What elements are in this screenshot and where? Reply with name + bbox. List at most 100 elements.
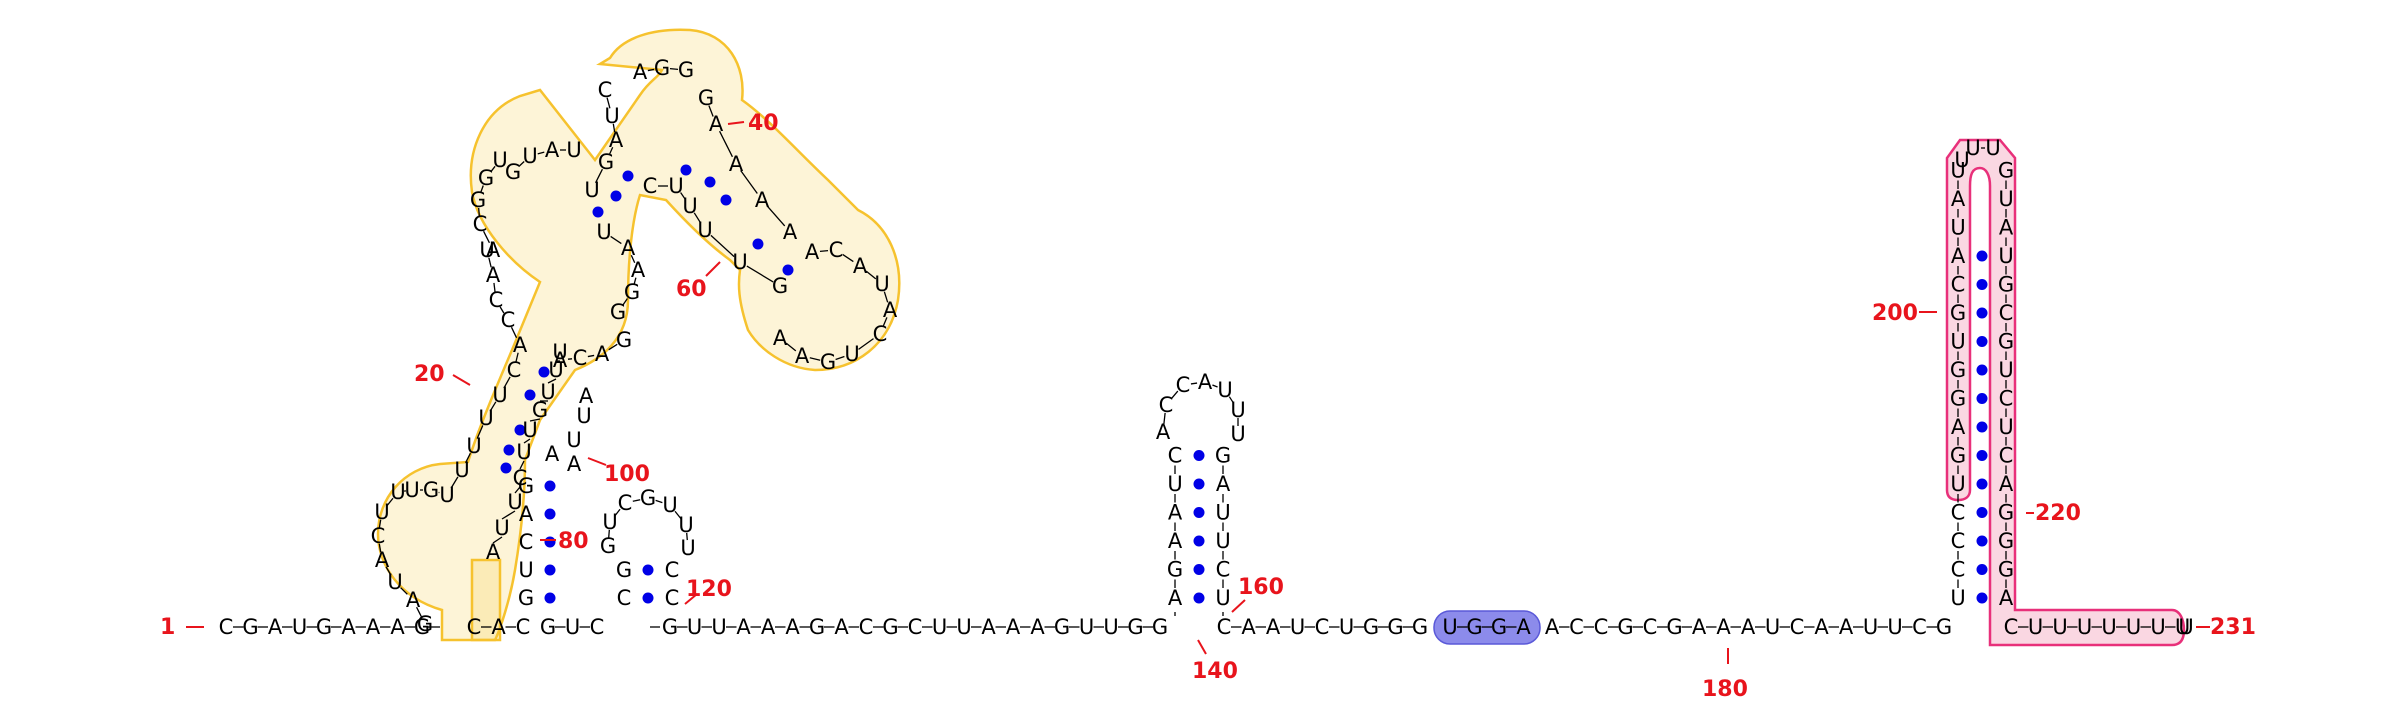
upper-stem-c: U	[668, 174, 683, 198]
main-inner-left: U	[516, 440, 531, 464]
upper-loop-top: U	[566, 138, 581, 162]
main-bulge: C	[573, 346, 588, 370]
backbone-tail: U	[2077, 615, 2092, 639]
base-pair-dot	[1976, 279, 1988, 290]
backbone-segment	[482, 230, 491, 244]
hairpin120-loop: U	[602, 510, 617, 534]
base-pair-dot	[1976, 592, 1988, 604]
upper-stem-c: C	[643, 174, 658, 198]
hairpin140-left: A	[1168, 586, 1183, 610]
base-pair-dot	[1976, 507, 1988, 518]
backbone-segment	[515, 352, 519, 363]
base-pair-dot	[1193, 535, 1205, 547]
backbone-seg5: A	[1545, 615, 1560, 639]
backbone-segment	[537, 151, 545, 155]
main-inner-right: A	[579, 384, 594, 408]
hairpin140-loop: A	[1156, 420, 1171, 444]
base-pair-dot	[1976, 450, 1988, 461]
base-pair-dot	[544, 592, 556, 604]
base-pair-dot	[500, 462, 512, 474]
backbone-segment	[514, 486, 521, 494]
backbone-segment	[488, 257, 492, 268]
terminator-right: U	[1998, 187, 2013, 211]
backbone-segment	[529, 418, 541, 422]
main-inner-right: A	[567, 452, 582, 476]
label-180: 180	[1702, 677, 1748, 701]
backbone-segment	[400, 587, 408, 595]
terminator-left: U	[1950, 159, 1965, 183]
backbone-segment	[858, 338, 874, 350]
upper-small-loop: A	[773, 326, 788, 350]
backbone-seg5: A	[1839, 615, 1854, 639]
backbone-5prime: C	[219, 615, 234, 639]
main-outer-left: U	[478, 406, 493, 430]
backbone-5prime: A	[341, 615, 356, 639]
upper-small-loop: A	[795, 344, 810, 368]
label-140: 140	[1192, 659, 1238, 684]
backbone-seg3: U	[1079, 615, 1094, 639]
backbone-seg3: U	[932, 615, 947, 639]
backbone-segment	[740, 170, 758, 194]
backbone-seg5: G	[1666, 615, 1682, 639]
backbone-seg3: G	[1054, 615, 1070, 639]
hairpin140-left: C	[1168, 444, 1183, 468]
main-inner-right: A	[545, 442, 560, 466]
backbone-seg5: A	[1716, 615, 1731, 639]
upper-stem-c: U	[697, 218, 712, 242]
backbone-segment	[674, 510, 682, 520]
upper-loop-right: A	[631, 258, 646, 282]
backbone-seg5: A	[1814, 615, 1829, 639]
upper-stem-a: U	[584, 178, 599, 202]
base-pair-dot	[1976, 307, 1988, 319]
hairpin120-loop: U	[680, 536, 695, 560]
backbone-tail: C	[2004, 615, 2019, 639]
upper-stem-a: A	[609, 128, 624, 152]
upper-small-loop: C	[829, 238, 844, 262]
label-220: 220	[2035, 501, 2081, 526]
hairpin140-loop: C	[1159, 393, 1174, 417]
base-pair-dot	[642, 592, 654, 604]
hairpin140-left: A	[1168, 529, 1183, 553]
backbone-segment	[510, 326, 518, 339]
backbone-seg3: G	[1152, 615, 1168, 639]
backbone-segment	[492, 536, 503, 544]
backbone-segment	[686, 532, 688, 541]
hairpin140-loop: U	[1230, 422, 1245, 446]
backbone-seg4: G	[1363, 615, 1379, 639]
upper-small-loop: U	[844, 342, 859, 366]
backbone-segment	[480, 185, 484, 193]
upper-loop-top: U	[522, 144, 537, 168]
backbone-seg5: A	[1692, 615, 1707, 639]
upper-small-loop: A	[883, 298, 898, 322]
terminator-left: G	[1950, 444, 1966, 468]
upper-stem-a: G	[598, 150, 614, 174]
base-pair-dot	[1193, 507, 1205, 518]
backbone-segment	[647, 68, 655, 72]
upper-loop-right: U	[596, 220, 611, 244]
backbone-segment	[610, 235, 622, 245]
backbone-segment	[746, 265, 774, 283]
label-200: 200	[1872, 301, 1918, 326]
base-pair-dot	[1976, 393, 1988, 404]
hairpin140-right: C	[1216, 558, 1231, 582]
backbone-segment	[809, 357, 821, 361]
backbone-segment	[882, 317, 888, 327]
backbone-segment	[632, 499, 641, 502]
base-pair-dot	[514, 424, 526, 436]
terminator-right: A	[1999, 216, 2014, 240]
backbone-segment	[693, 212, 702, 224]
backbone-seg4: U	[1290, 615, 1305, 639]
base-pair-dot	[1976, 478, 1988, 490]
terminator-left: A	[1951, 187, 1966, 211]
main-outer-left: U	[479, 238, 494, 262]
backbone-seg4: A	[1266, 615, 1281, 639]
main-inner-left: U	[494, 516, 509, 540]
terminator-loop: U	[1965, 136, 1980, 160]
terminator-right: G	[1998, 501, 2014, 525]
backbone-seg3: A	[761, 615, 776, 639]
base-pair-dot	[503, 444, 515, 456]
base-pair-dot	[1976, 421, 1988, 433]
backbone-segment	[785, 342, 797, 352]
backbone-lines	[233, 68, 2176, 628]
